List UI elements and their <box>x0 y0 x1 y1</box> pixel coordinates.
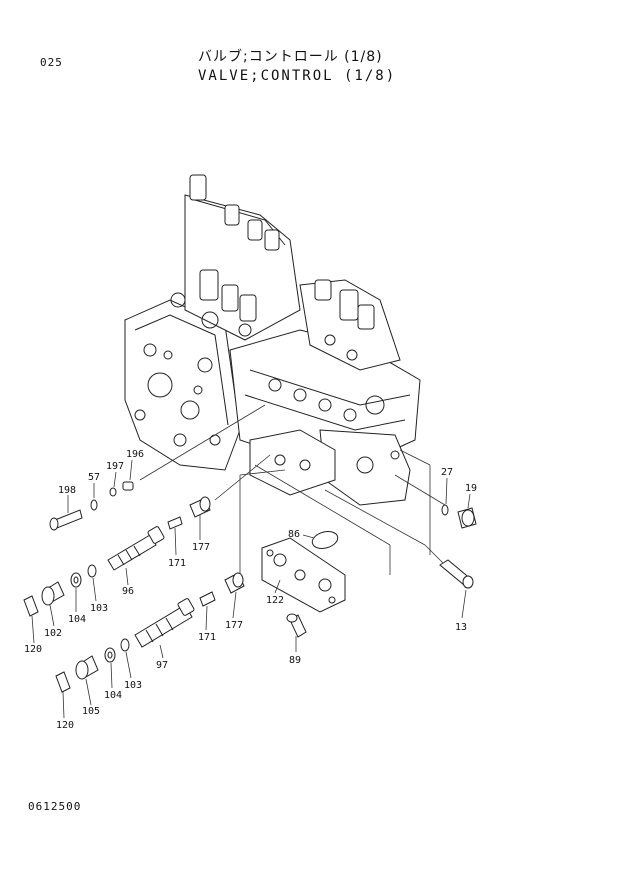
control-valve-assembly <box>124 174 421 506</box>
part-86-oring <box>311 531 339 549</box>
title-english: VALVE;CONTROL (1/8) <box>198 68 397 84</box>
callout-120-lower: 120 <box>56 720 74 731</box>
part-120-plate-upper <box>23 595 39 617</box>
part-97-spool <box>134 598 195 648</box>
callout-19: 19 <box>465 483 477 494</box>
part-105-cap <box>75 655 99 680</box>
leader-lines <box>139 404 446 575</box>
part-171-spring-lower <box>199 591 216 607</box>
callout-57: 57 <box>88 472 100 483</box>
callout-13: 13 <box>455 622 467 633</box>
part-120-plate-lower <box>55 671 71 693</box>
callout-120-upper: 120 <box>24 644 42 655</box>
footer-code: 0612500 <box>28 800 82 813</box>
callout-196: 196 <box>126 449 144 460</box>
part-103-oring-lower <box>120 638 130 652</box>
part-13-bolt <box>439 559 474 589</box>
part-197-oring <box>109 487 117 497</box>
part-89-bolt <box>286 613 307 638</box>
part-104-washer-lower <box>104 647 116 663</box>
callout-103-upper: 103 <box>90 603 108 614</box>
callout-102: 102 <box>44 628 62 639</box>
callout-103-lower: 103 <box>124 680 142 691</box>
page-code: 025 <box>40 56 63 69</box>
part-122-cover <box>261 537 346 613</box>
callout-pointers <box>31 459 471 719</box>
callout-27: 27 <box>441 467 453 478</box>
part-27-washer <box>441 504 449 516</box>
part-57-washer <box>90 499 98 511</box>
callout-104-lower: 104 <box>104 690 122 701</box>
title-japanese: バルブ;コントロール (1/8) <box>198 49 383 65</box>
part-196-plug <box>122 481 134 491</box>
callout-122: 122 <box>266 595 284 606</box>
callout-177-lower: 177 <box>225 620 243 631</box>
callout-89: 89 <box>289 655 301 666</box>
callout-171-lower: 171 <box>198 632 216 643</box>
callout-105: 105 <box>82 706 100 717</box>
callout-labels: 198 57 197 196 27 19 86 177 171 96 122 8… <box>24 449 477 731</box>
callout-177-upper: 177 <box>192 542 210 553</box>
part-177-adapter-lower <box>224 572 245 594</box>
part-104-washer-upper <box>70 572 82 588</box>
callout-197: 197 <box>106 461 124 472</box>
callout-104-upper: 104 <box>68 614 86 625</box>
part-102-cap <box>41 581 65 606</box>
part-171-spring-upper <box>167 516 183 530</box>
callout-97: 97 <box>156 660 168 671</box>
callout-96: 96 <box>122 586 134 597</box>
part-96-spool <box>107 526 165 571</box>
part-198-bolt <box>49 509 83 531</box>
callout-198: 198 <box>58 485 76 496</box>
part-177-adapter-upper <box>189 496 211 518</box>
callout-86: 86 <box>288 529 300 540</box>
part-103-oring-upper <box>87 564 97 578</box>
callout-171-upper: 171 <box>168 558 186 569</box>
part-19-plug <box>457 507 477 529</box>
